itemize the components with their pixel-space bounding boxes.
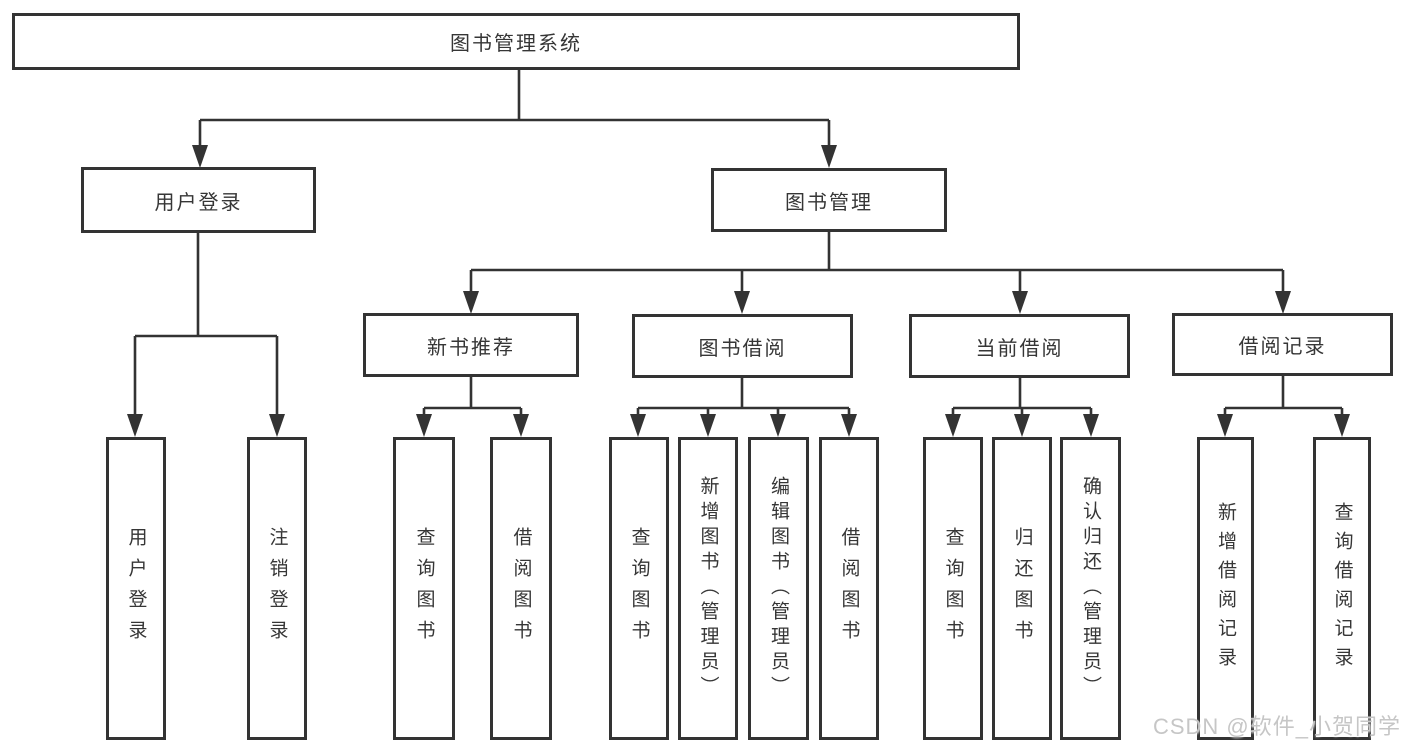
node-bb-borrow-book: 借阅图书 — [819, 437, 879, 740]
node-bb-add-book-admin: 新增图书（管理员） — [678, 437, 738, 740]
node-book-borrowing: 图书借阅 — [632, 314, 853, 378]
node-label: 借阅图书 — [510, 526, 532, 651]
node-br-query-record: 查询借阅记录 — [1313, 437, 1371, 740]
node-label: 注销登录 — [266, 526, 288, 651]
node-label: 查询图书 — [413, 526, 435, 651]
node-new-book-recommend: 新书推荐 — [363, 313, 579, 377]
node-root-library-system: 图书管理系统 — [12, 13, 1020, 70]
node-cb-confirm-return-admin: 确认归还（管理员） — [1060, 437, 1121, 740]
node-label: 查询图书 — [942, 526, 964, 651]
node-label: 借阅记录 — [1238, 336, 1327, 358]
node-label: 查询图书 — [628, 526, 650, 651]
node-label: 图书管理系统 — [450, 33, 582, 55]
node-label: 图书管理 — [785, 191, 873, 214]
node-bb-query-book: 查询图书 — [609, 437, 669, 740]
arrowheads — [127, 145, 1350, 437]
node-label: 新书推荐 — [427, 336, 515, 359]
node-label: 查询借阅记录 — [1331, 501, 1353, 676]
node-label: 新增借阅记录 — [1215, 501, 1236, 676]
node-label: 当前借阅 — [975, 337, 1064, 360]
node-label: 用户登录 — [125, 526, 147, 651]
node-borrowing-records: 借阅记录 — [1172, 313, 1393, 376]
node-nbr-query-book: 查询图书 — [393, 437, 455, 740]
node-label: 编辑图书（管理员） — [768, 476, 789, 701]
node-cb-query-book: 查询图书 — [923, 437, 983, 740]
node-user-login-leaf: 用户登录 — [106, 437, 166, 740]
node-label: 图书借阅 — [698, 337, 787, 360]
node-nbr-borrow-book: 借阅图书 — [490, 437, 552, 740]
node-user-login: 用户登录 — [81, 167, 316, 233]
node-book-management: 图书管理 — [711, 168, 947, 232]
node-logout: 注销登录 — [247, 437, 307, 740]
node-label: 新增图书（管理员） — [697, 476, 719, 701]
node-label: 确认归还（管理员） — [1080, 476, 1101, 701]
node-current-borrowing: 当前借阅 — [909, 314, 1130, 378]
node-bb-edit-book-admin: 编辑图书（管理员） — [748, 437, 809, 740]
node-label: 用户登录 — [154, 191, 243, 214]
node-label: 归还图书 — [1011, 526, 1033, 651]
node-br-add-record: 新增借阅记录 — [1197, 437, 1254, 740]
node-cb-return-book: 归还图书 — [992, 437, 1052, 740]
tree-connectors — [133, 69, 1344, 419]
node-label: 借阅图书 — [838, 526, 860, 651]
